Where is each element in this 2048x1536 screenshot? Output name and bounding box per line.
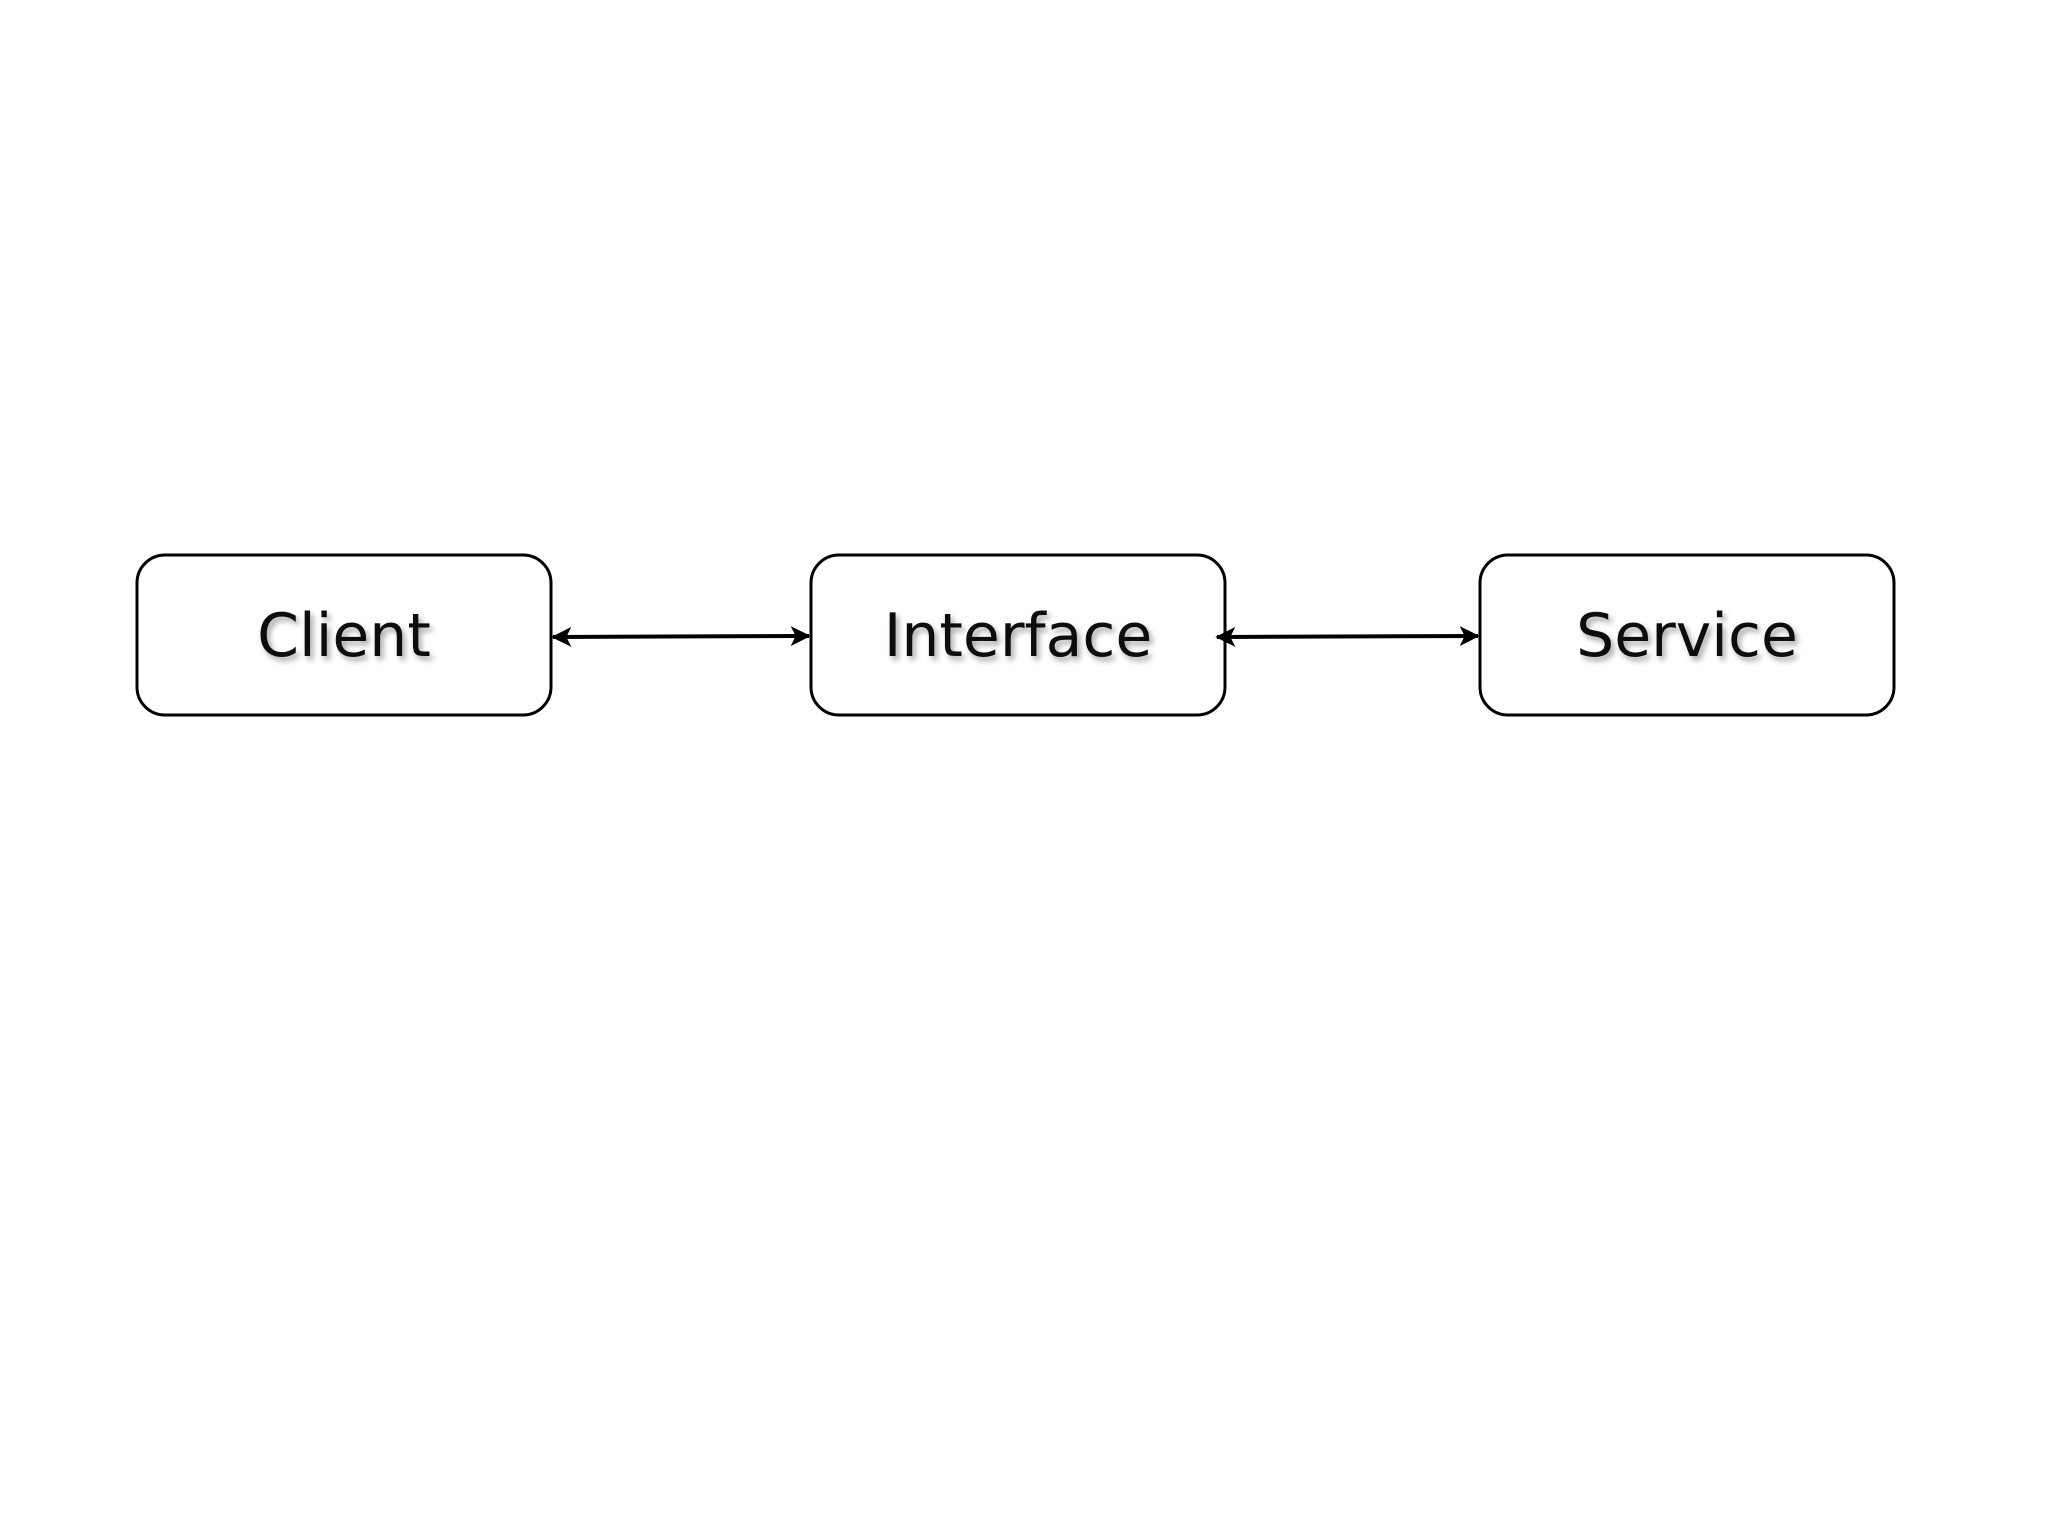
node-client: Client bbox=[135, 553, 553, 717]
edge-client-interface-arrow bbox=[551, 626, 811, 647]
node-service-label: Service bbox=[1576, 601, 1798, 671]
node-interface: Interface bbox=[809, 553, 1227, 717]
edge-interface-service-arrow bbox=[1215, 626, 1480, 647]
node-service-box bbox=[1478, 553, 1896, 717]
node-client-label: Client bbox=[257, 601, 431, 671]
node-client-box bbox=[135, 553, 553, 717]
node-interface-label: Interface bbox=[884, 601, 1153, 671]
node-service: Service bbox=[1478, 553, 1896, 717]
